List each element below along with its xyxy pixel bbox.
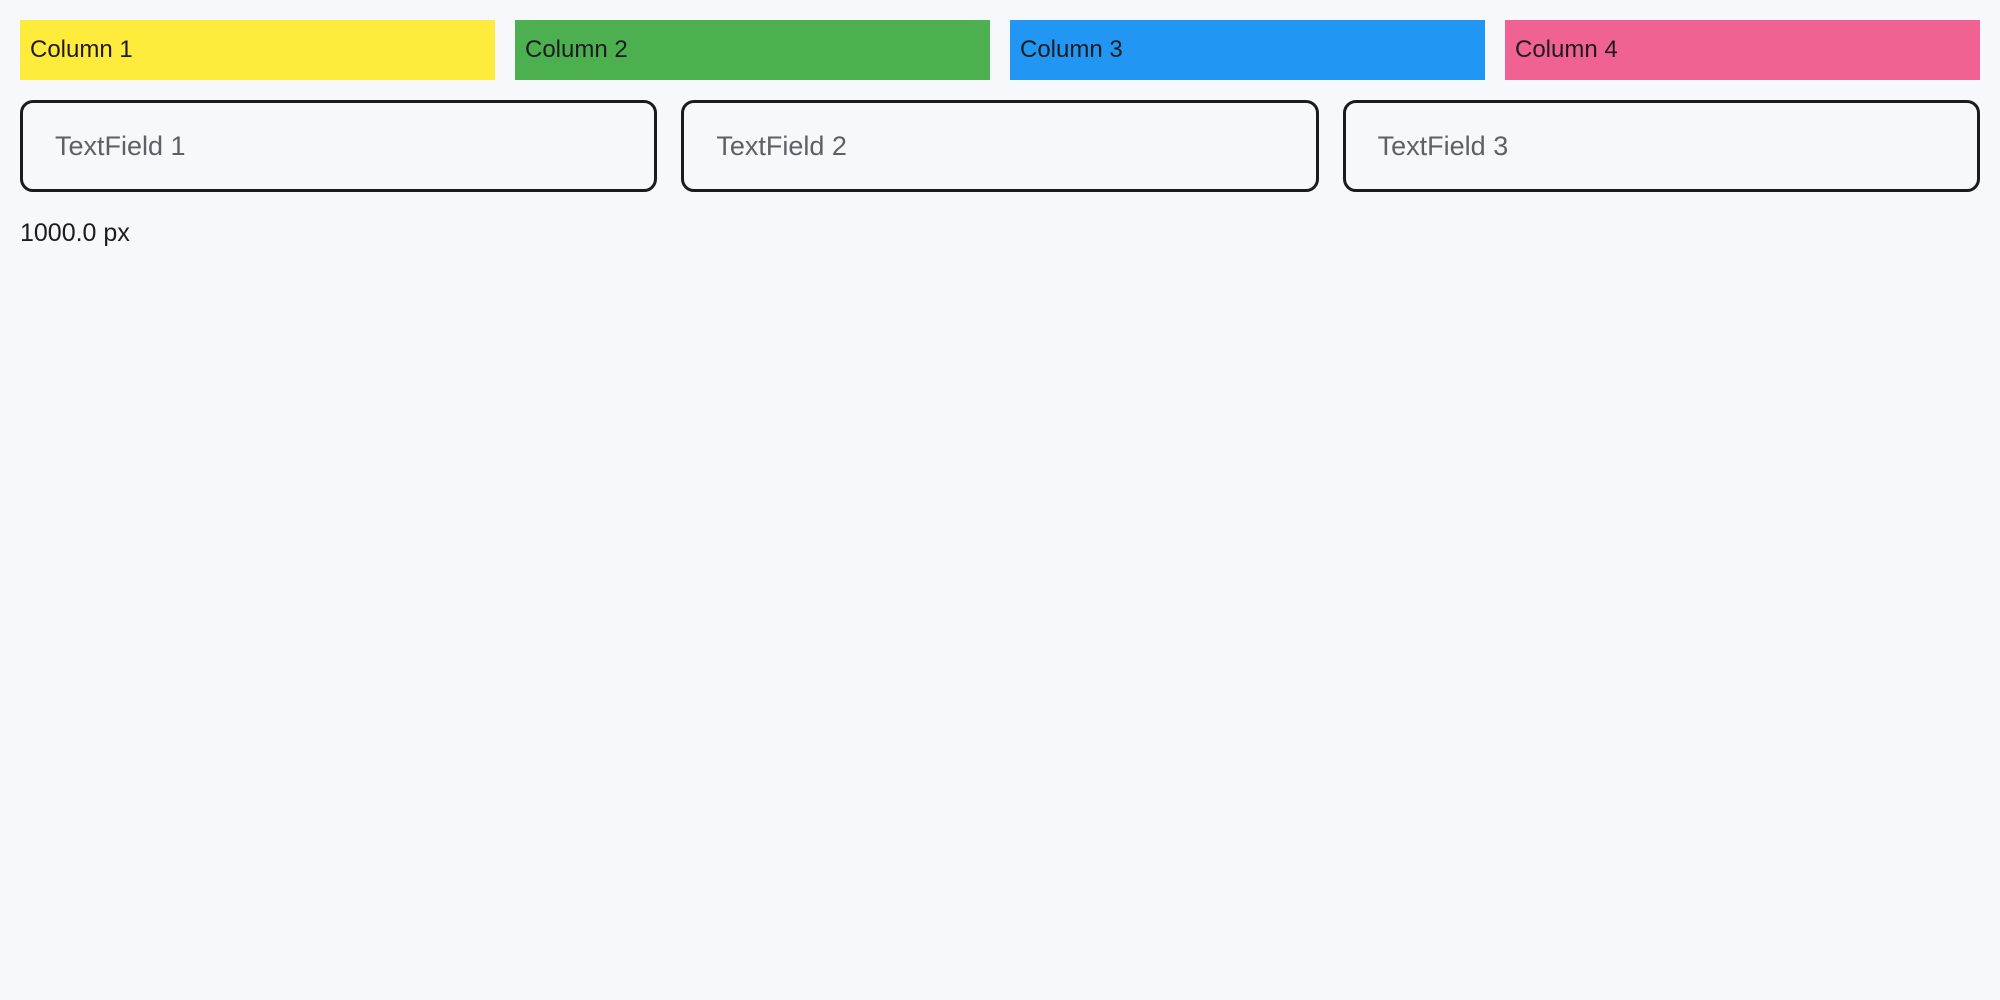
column-bar-1: Column 1 <box>20 20 495 80</box>
textfield-1-input[interactable] <box>20 100 658 192</box>
textfields-row <box>0 100 2000 192</box>
width-readout-label: 1000.0 px <box>20 219 130 247</box>
textfield-2-input[interactable] <box>681 100 1319 192</box>
column-bar-2: Column 2 <box>515 20 990 80</box>
column-1-label: Column 1 <box>30 36 133 63</box>
column-4-label: Column 4 <box>1515 36 1618 63</box>
textfield-3-input[interactable] <box>1342 100 1980 192</box>
column-2-label: Column 2 <box>525 36 628 63</box>
columns-row: Column 1 Column 2 Column 3 Column 4 <box>0 0 2000 80</box>
column-3-label: Column 3 <box>1020 36 1123 63</box>
column-bar-4: Column 4 <box>1505 20 1980 80</box>
column-bar-3: Column 3 <box>1010 20 1485 80</box>
